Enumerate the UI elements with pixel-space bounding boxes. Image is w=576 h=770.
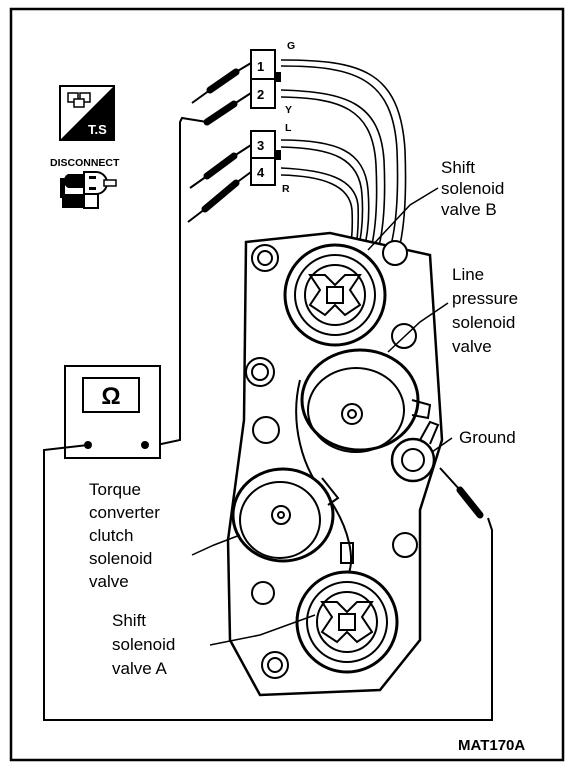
terminal-2-label: 2	[257, 87, 264, 102]
probe-leads	[151, 62, 252, 447]
ohm-symbol: Ω	[101, 383, 120, 410]
ts-badge-text: T.S	[88, 122, 107, 137]
shift-solenoid-a	[295, 570, 399, 674]
shift-solenoid-b	[283, 243, 387, 347]
label-shift-solenoid-b: Shift solenoid valve B	[441, 158, 509, 219]
label-ground: Ground	[459, 428, 516, 447]
label-shift-solenoid-a: Shift solenoid valve A	[112, 611, 180, 678]
wire-color-y: Y	[285, 104, 292, 116]
ts-badge-icon: T.S	[59, 85, 115, 141]
wire-color-g: G	[287, 40, 295, 52]
terminal-3-label: 3	[257, 138, 264, 153]
ground-lead	[43, 444, 493, 721]
valve-body	[226, 231, 444, 697]
figure-code: MAT170A	[458, 737, 525, 754]
terminal-1-label: 1	[257, 59, 264, 74]
ground-terminal	[390, 420, 440, 483]
wire-color-r: R	[282, 183, 290, 195]
terminal-4-label: 4	[257, 165, 265, 180]
label-line-pressure-solenoid: Line pressure solenoid valve	[452, 265, 523, 356]
disconnect-label: DISCONNECT	[50, 157, 120, 169]
connector-block	[250, 49, 281, 186]
leader-lines	[191, 187, 453, 646]
wire-color-l: L	[285, 122, 292, 134]
tcc-solenoid	[231, 467, 354, 576]
line-pressure-solenoid	[295, 348, 432, 501]
ohmmeter	[64, 365, 161, 459]
disconnect-plug-icon	[60, 171, 117, 209]
figure-frame	[9, 7, 565, 762]
label-tcc-solenoid: Torque converter clutch solenoid valve	[89, 480, 165, 591]
